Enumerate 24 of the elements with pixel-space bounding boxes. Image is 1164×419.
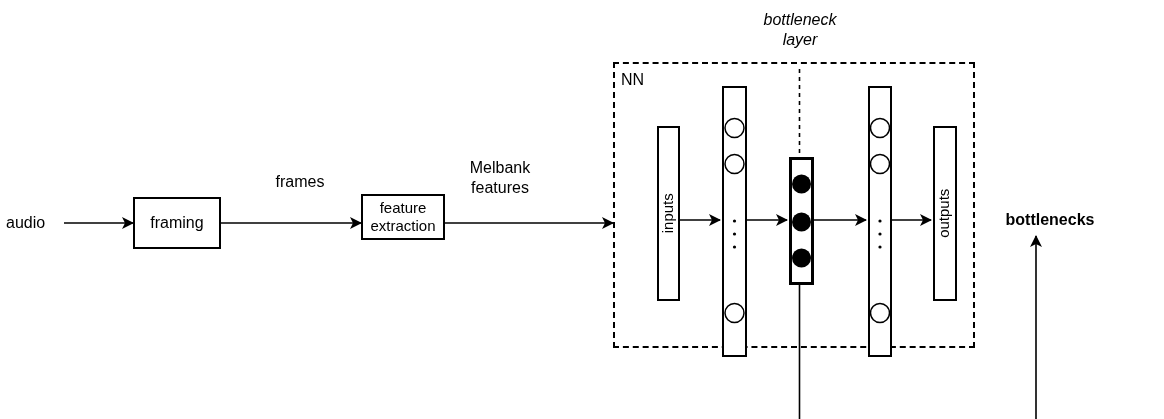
process-box [361, 194, 445, 240]
node-text: feature extraction [369, 199, 437, 235]
arrow [744, 214, 788, 226]
arrow [220, 217, 362, 229]
hidden-layer-column [722, 86, 747, 357]
arrow [444, 217, 614, 229]
node-text: audio [6, 213, 46, 233]
arrow [811, 214, 867, 226]
arrow [889, 214, 932, 226]
layer-box [657, 126, 680, 301]
arrow [677, 214, 721, 226]
network-label: NN [621, 70, 645, 90]
leader-line [798, 68, 801, 156]
hidden-layer-column [868, 86, 892, 357]
layer-box [933, 126, 957, 301]
node-text: bottlenecks [1005, 210, 1095, 230]
bottleneck-layer-column [789, 157, 814, 285]
node-text: bottleneck layer [762, 10, 838, 50]
arrow [798, 235, 1042, 419]
layer-label: outputs [934, 188, 954, 239]
process-box [133, 197, 221, 249]
arrow [63, 217, 134, 229]
node-text: framing [150, 213, 204, 233]
layer-label: inputs [658, 193, 678, 234]
